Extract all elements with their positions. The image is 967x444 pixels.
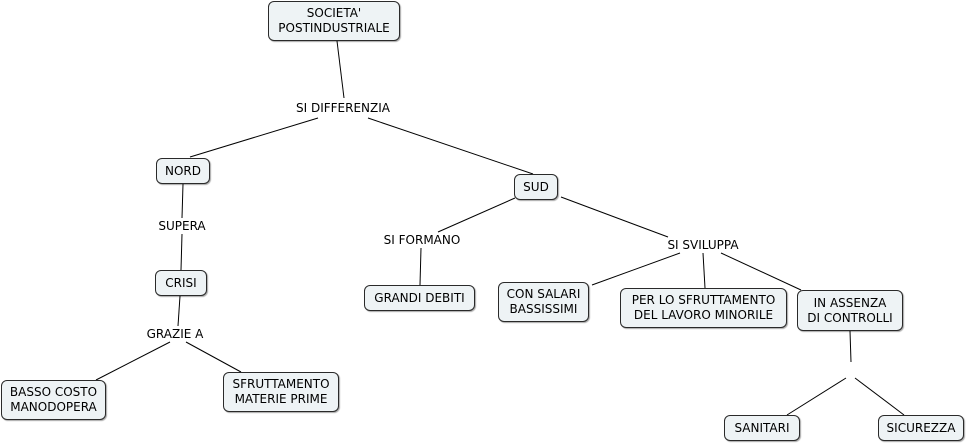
edge-sud-sisviluppa [560, 196, 669, 238]
edge-sidifferenzia-sud [367, 117, 534, 175]
edge-controlli-junction [849, 330, 852, 363]
node-assenza-controlli[interactable]: IN ASSENZA DI CONTROLLI [797, 290, 903, 331]
edge-sidifferenzia-nord [189, 117, 319, 158]
node-grandi-debiti[interactable]: GRANDI DEBITI [364, 285, 475, 311]
edge-supera-crisi [180, 233, 183, 271]
node-salari-bassissimi[interactable]: CON SALARI BASSISSIMI [498, 282, 589, 322]
node-societa-postindustriale[interactable]: SOCIETA' POSTINDUSTRIALE [268, 1, 400, 41]
edge-sisviluppa-minorile [702, 252, 706, 289]
edge-sisviluppa-controlli [720, 252, 802, 291]
edge-siformano-debiti [419, 247, 422, 286]
edge-societa-sidifferenzia [336, 40, 345, 99]
node-lavoro-minorile[interactable]: PER LO SFRUTTAMENTO DEL LAVORO MINORILE [620, 288, 787, 328]
edge-graziea-bassocosto [95, 341, 171, 381]
link-si-sviluppa: SI SVILUPPA [660, 238, 746, 252]
edge-graziea-sfruttamento [185, 341, 242, 373]
edge-junction-sicurezza [854, 377, 905, 416]
edge-nord-supera [181, 183, 184, 219]
edge-crisi-graziea [177, 295, 181, 327]
node-basso-costo-manodopera[interactable]: BASSO COSTO MANODOPERA [1, 380, 106, 420]
link-si-differenzia: SI DIFFERENZIA [290, 101, 396, 115]
node-nord[interactable]: NORD [156, 158, 210, 184]
link-grazie-a: GRAZIE A [143, 327, 207, 341]
edge-junction-sanitari [786, 377, 847, 416]
edge-sud-siformano [437, 197, 516, 233]
node-sicurezza[interactable]: SICUREZZA [878, 415, 964, 441]
edge-sisviluppa-salari [591, 252, 681, 286]
link-si-formano: SI FORMANO [380, 233, 464, 247]
node-sanitari[interactable]: SANITARI [724, 415, 800, 441]
link-supera: SUPERA [155, 219, 209, 233]
node-sfruttamento-materie-prime[interactable]: SFRUTTAMENTO MATERIE PRIME [223, 372, 339, 412]
node-sud[interactable]: SUD [514, 174, 558, 200]
node-crisi[interactable]: CRISI [155, 270, 207, 296]
